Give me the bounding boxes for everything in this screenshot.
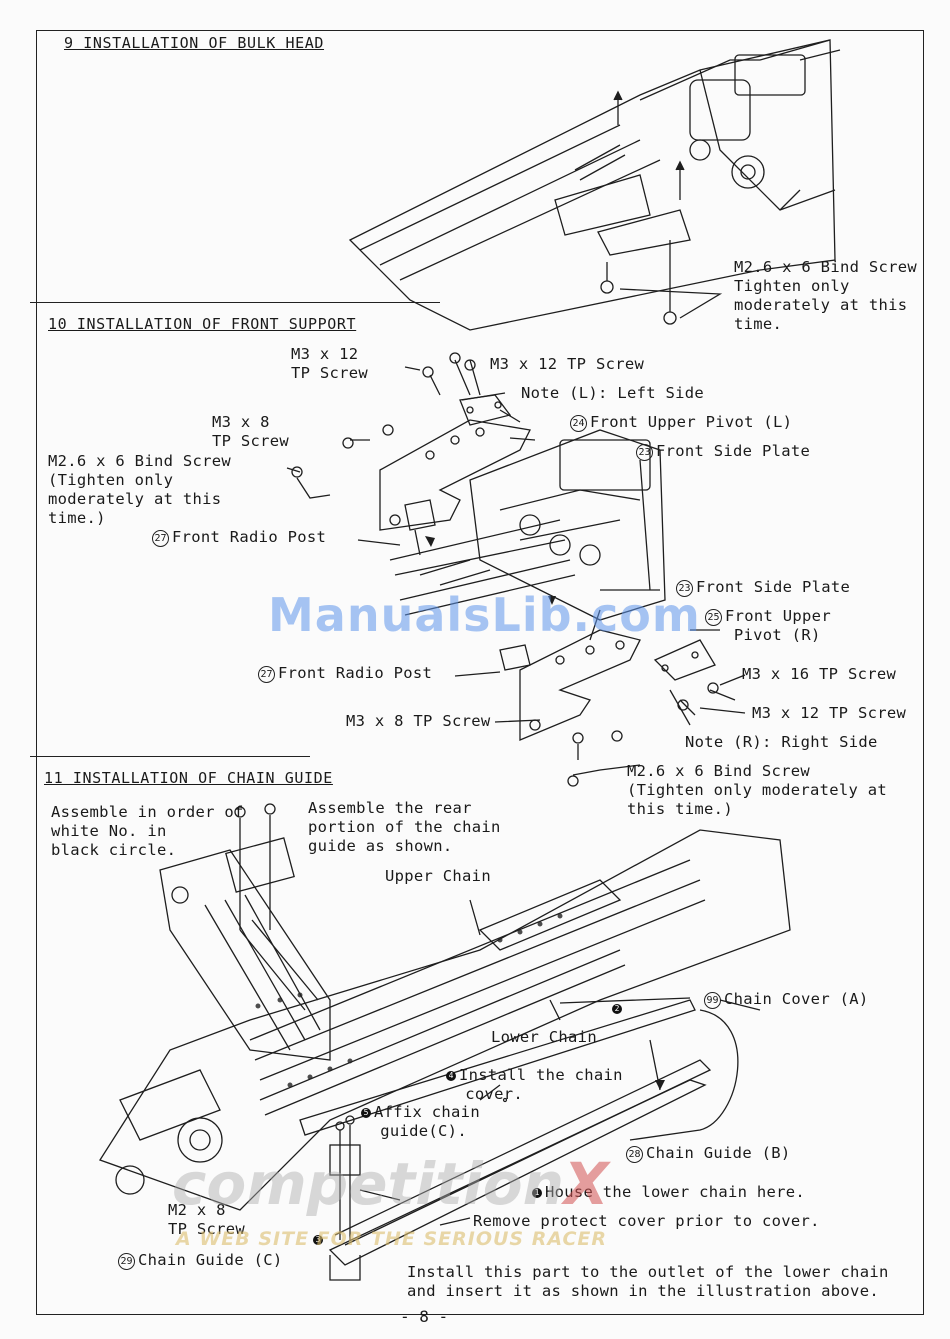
page-number: - 8 - [400,1307,449,1326]
step-text: Install the chain cover. [459,1066,623,1103]
part-name: Chain Cover (A) [724,990,869,1008]
part-number-badge: 29 [118,1253,135,1270]
part-number-badge: 27 [258,666,275,683]
part-number-badge: 23 [676,580,693,597]
step-number-badge: 2 [612,1004,622,1014]
assemble-rear-note: Assemble the rear portion of the chain g… [308,799,501,855]
note-left-side-label: Note (L): Left Side [521,384,705,402]
assemble-order-note: Assemble in order of white No. in black … [51,803,244,859]
m3x16-tp-screw-label: M3 x 16 TP Screw [742,665,897,683]
step-number-badge: 1 [532,1188,542,1198]
part-name: Front Upper Pivot (L) [590,413,793,431]
manualslib-watermark: ManualsLib.com [268,588,701,642]
m26-bind-screw-bottom-label: M2.6 x 6 Bind Screw (Tighten only modera… [627,762,888,818]
logo-text: competition [172,1150,564,1218]
part-name: Chain Guide (C) [138,1251,283,1269]
step-text: House the lower chain here. [545,1183,806,1201]
competitionx-logo-watermark: competitionX [172,1150,609,1218]
bind-screw-note: M2.6 x 6 Bind Screw Tighten only moderat… [734,258,918,333]
m2x8-tp-screw-label: M2 x 8 TP Screw [168,1201,246,1238]
step-3-marker: 3 [313,1230,326,1249]
part-number-badge: 28 [626,1146,643,1163]
m3x8-tp-screw-bottom-label: M3 x 8 TP Screw [346,712,491,730]
section-11-title: 11 INSTALLATION OF CHAIN GUIDE [44,769,333,787]
m3x12-tp-screw-left-label: M3 x 12 TP Screw [291,345,369,382]
part-name: Front Upper Pivot (R) [725,607,831,644]
upper-chain-label: Upper Chain [385,867,491,885]
step-text: Affix chain guide(C). [374,1103,480,1140]
note-right-side-label: Note (R): Right Side [685,733,878,751]
logo-x: X [563,1150,609,1218]
part-number-badge: 23 [636,444,653,461]
section-divider-10 [30,302,440,303]
m26-bind-screw-left-label: M2.6 x 6 Bind Screw (Tighten only modera… [48,452,232,527]
step-number-badge: 4 [446,1071,456,1081]
part-name: Front Radio Post [172,528,327,546]
section-9-frame [36,30,924,1315]
section-9-title: 9 INSTALLATION OF BULK HEAD [64,34,325,52]
part-number-badge: 99 [704,992,721,1009]
lower-chain-label: Lower Chain [491,1028,597,1046]
competitionx-tagline-watermark: A WEB SITE FOR THE SERIOUS RACER [176,1228,608,1250]
m3x12-tp-screw-right-label: M3 x 12 TP Screw [752,704,907,722]
part-name: Front Radio Post [278,664,433,682]
section-divider-11 [30,756,310,757]
part-number-badge: 25 [705,609,722,626]
remove-cover-note: Remove protect cover prior to cover. [473,1212,820,1230]
part-number-badge: 24 [570,415,587,432]
section-10-title: 10 INSTALLATION OF FRONT SUPPORT [48,315,357,333]
m3x12-tp-screw-top-label: M3 x 12 TP Screw [490,355,645,373]
step-number-badge: 5 [361,1108,371,1118]
part-name: Front Side Plate [656,442,811,460]
step-2-marker: 2 [612,999,625,1018]
step-number-badge: 3 [313,1235,323,1245]
install-part-note: Install this part to the outlet of the l… [407,1263,889,1300]
part-name: Chain Guide (B) [646,1144,791,1162]
part-name: Front Side Plate [696,578,851,596]
part-number-badge: 27 [152,530,169,547]
m3x8-tp-screw-top-label: M3 x 8 TP Screw [212,413,290,450]
